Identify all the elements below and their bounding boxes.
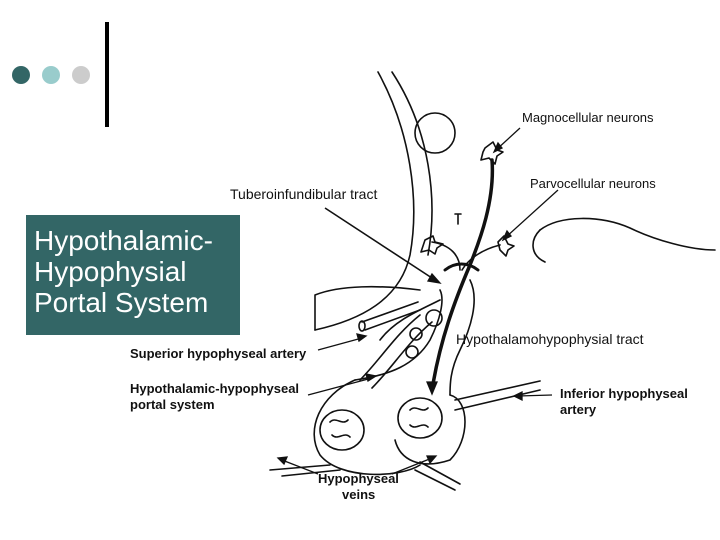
title-line-3: Portal System bbox=[34, 287, 209, 318]
label-inferior-artery-line1: Inferior hypophyseal bbox=[560, 386, 688, 401]
title-divider bbox=[105, 22, 109, 127]
label-portal-system-line2: portal system bbox=[130, 397, 215, 412]
title-line-2: Hypophysial bbox=[34, 256, 187, 287]
bullet-dot-light bbox=[72, 66, 90, 84]
label-tuberoinfundibular-tract: Tuberoinfundibular tract bbox=[230, 186, 378, 202]
label-parvocellular-neurons: Parvocellular neurons bbox=[530, 176, 656, 191]
slide-title-box: Hypothalamic- Hypophysial Portal System bbox=[26, 215, 240, 335]
label-portal-system-line1: Hypothalamic-hypophyseal bbox=[130, 381, 300, 396]
label-hypothalamohypophysial-tract: Hypothalamohypophysial tract bbox=[456, 331, 644, 347]
bullet-dot-mid bbox=[42, 66, 60, 84]
label-superior-hypophyseal-artery: Superior hypophyseal artery bbox=[130, 346, 307, 361]
title-line-1: Hypothalamic- bbox=[34, 225, 213, 256]
label-hypophyseal-veins-line1: Hypophyseal bbox=[318, 471, 399, 486]
label-hypophyseal-veins-line2: veins bbox=[342, 487, 376, 502]
bullet-dot-dark bbox=[12, 66, 30, 84]
label-magnocellular-neurons: Magnocellular neurons bbox=[522, 110, 654, 125]
label-inferior-artery-line2: artery bbox=[560, 402, 597, 417]
